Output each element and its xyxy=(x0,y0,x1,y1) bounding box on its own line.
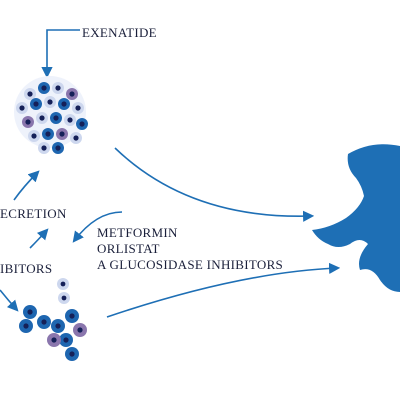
target-shape xyxy=(312,144,400,292)
drug-orlistat: ORLISTAT xyxy=(97,241,160,256)
secretion-label: ECRETION xyxy=(0,206,67,221)
lower-cell-cluster xyxy=(19,278,87,361)
arrow-exenatide-to-cluster xyxy=(41,29,80,79)
exenatide-label: EXENATIDE xyxy=(82,25,157,40)
arrow-secretion-to-cluster xyxy=(13,170,40,201)
drug-list: METFORMIN ORLISTAT A GLUCOSIDASE INHIBIT… xyxy=(97,226,283,274)
upper-cell-cluster xyxy=(14,76,88,154)
arrow-drugs-to-secretion xyxy=(72,211,123,243)
arrow-inhibitors-to-lower-cluster xyxy=(0,289,19,312)
drug-metformin: METFORMIN xyxy=(97,225,178,240)
arrow-lower-cluster-to-target xyxy=(106,262,341,318)
arrow-inhibitors-to-secretion xyxy=(29,228,49,249)
inhibitors-label: IBITORS xyxy=(0,261,53,276)
arrow-upper-cluster-to-target xyxy=(114,147,315,222)
drug-glucosidase-inhibitors: A GLUCOSIDASE INHIBITORS xyxy=(97,257,284,272)
